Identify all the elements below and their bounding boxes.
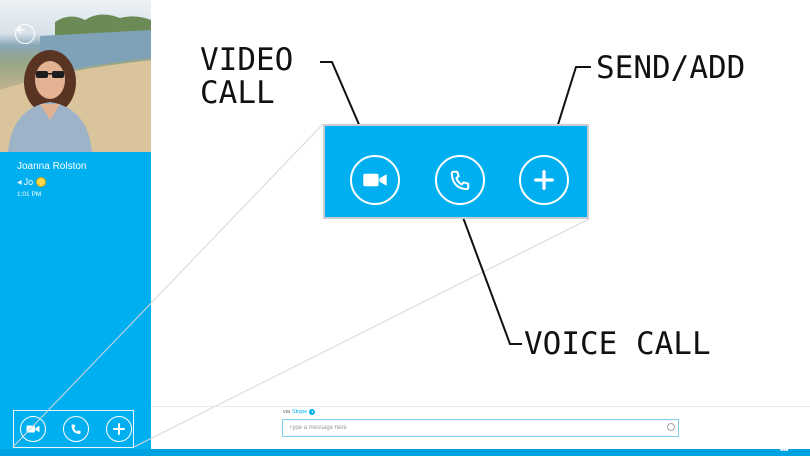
mood-arrow-icon: ◀ (17, 179, 22, 186)
phone-icon (71, 424, 81, 434)
send-add-button-enlarged[interactable] (519, 155, 569, 205)
mood-message: ◀ Jo (17, 177, 47, 187)
video-camera-icon (26, 425, 40, 433)
contact-sidebar: Joanna Rolston ◀ Jo 1:01 PM (0, 0, 151, 449)
video-call-annotation: VIDEO CALL (200, 42, 294, 111)
chevron-down-icon: ▾ (309, 409, 316, 415)
contact-photo (0, 0, 151, 152)
video-call-button-enlarged[interactable] (350, 155, 400, 205)
voice-call-button-enlarged[interactable] (435, 155, 485, 205)
smiley-icon (36, 177, 47, 187)
back-arrow-icon (17, 26, 25, 34)
send-add-button[interactable] (106, 416, 132, 442)
contact-name: Joanna Rolston (17, 161, 87, 172)
plus-icon (534, 170, 554, 190)
message-box (282, 419, 679, 437)
video-camera-icon (363, 173, 387, 187)
via-service-selector[interactable]: via Skype ▾ (283, 409, 316, 415)
via-prefix: via (283, 409, 291, 415)
back-button[interactable] (15, 24, 35, 44)
app-bar: ••• (0, 445, 810, 456)
more-options-icon[interactable]: ••• (780, 445, 788, 455)
emoticon-icon[interactable] (667, 423, 675, 431)
voice-call-button[interactable] (63, 416, 89, 442)
compose-divider (151, 406, 810, 407)
message-input[interactable] (283, 420, 669, 436)
send-add-annotation: SEND/ADD (596, 50, 746, 86)
via-service-name: Skype (292, 409, 308, 415)
video-call-button[interactable] (20, 416, 46, 442)
phone-icon (450, 170, 470, 191)
plus-icon (113, 423, 125, 435)
status-time: 1:01 PM (17, 191, 42, 198)
voice-call-annotation: VOICE CALL (524, 326, 711, 362)
mood-text: Jo (23, 177, 34, 187)
